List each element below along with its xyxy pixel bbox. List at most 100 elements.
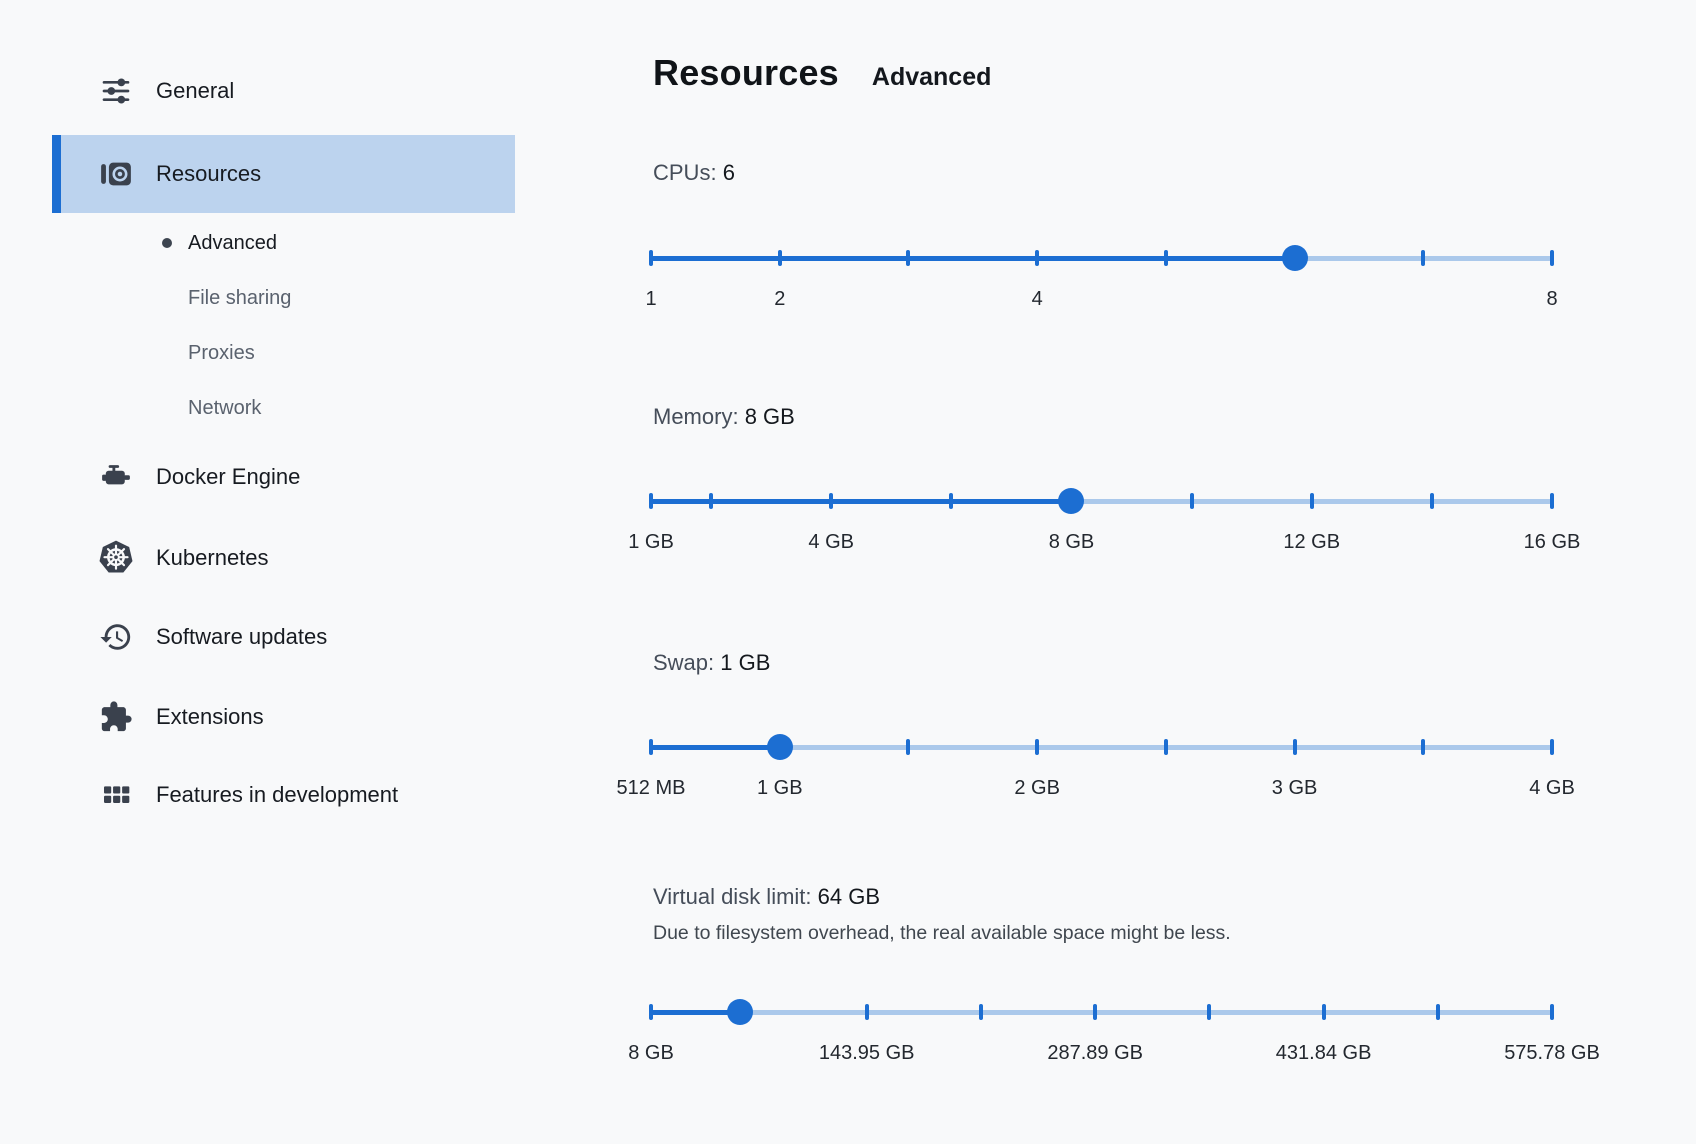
sidebar-subitem-file-sharing[interactable]: File sharing: [52, 277, 515, 319]
slider-tick[interactable]: [1163, 739, 1168, 755]
slider-mark-label: 431.84 GB: [1275, 1042, 1372, 1064]
sidebar-item-general[interactable]: General: [52, 60, 515, 122]
slider-mark-label: 4: [1031, 288, 1043, 310]
sidebar-item-software-updates[interactable]: Software updates: [52, 607, 515, 667]
puzzle-icon: [96, 695, 136, 739]
sidebar-subitem-proxies[interactable]: Proxies: [52, 332, 515, 374]
slider-tick[interactable]: [829, 493, 834, 509]
disk-value: 64 GB: [817, 884, 881, 909]
cpu-section-label: CPUs: 6: [653, 160, 735, 185]
slider-mark-label: 16 GB: [1523, 531, 1581, 553]
slider-tick[interactable]: [649, 1004, 653, 1020]
slider-rail[interactable]: [651, 1009, 1552, 1015]
slider-tick[interactable]: [777, 250, 782, 266]
slider-thumb[interactable]: [1058, 488, 1085, 514]
sidebar-item-features-in-development[interactable]: Features in development: [52, 765, 515, 825]
memory-value: 8 GB: [744, 404, 795, 429]
slider-tick[interactable]: [649, 250, 653, 266]
slider-tick[interactable]: [906, 739, 911, 755]
slider-tick[interactable]: [864, 1004, 869, 1020]
slider-tick[interactable]: [949, 493, 954, 509]
slider-active-track: [651, 1009, 740, 1015]
sidebar-item-kubernetes[interactable]: Kubernetes: [52, 526, 515, 590]
slider-tick[interactable]: [978, 1004, 983, 1020]
slider-mark-label: 143.95 GB: [818, 1042, 915, 1064]
slider-active-track: [651, 255, 1295, 261]
sliders-icon: [96, 69, 136, 113]
slider-thumb[interactable]: [766, 734, 793, 760]
sidebar-subitem-label: File sharing: [188, 286, 292, 309]
slider-active-track: [651, 498, 1072, 504]
sidebar-item-label: Features in development: [156, 782, 399, 807]
disk-section-label: Virtual disk limit: 64 GB: [653, 884, 881, 909]
page-header: Resources Advanced: [653, 52, 991, 94]
slider-mark-label: 12 GB: [1283, 531, 1341, 553]
sidebar-item-label: Extensions: [156, 704, 264, 729]
slider-mark-label: 1 GB: [628, 531, 674, 553]
history-icon: [96, 615, 136, 659]
sidebar-item-docker-engine[interactable]: Docker Engine: [52, 447, 515, 507]
sidebar-item-label: Software updates: [156, 624, 328, 649]
slider-tick[interactable]: [1292, 739, 1297, 755]
slider-mark-label: 2 GB: [1014, 777, 1060, 799]
tab-advanced[interactable]: Advanced: [871, 63, 992, 91]
selected-accent-bar: [52, 135, 61, 213]
slider-tick[interactable]: [1035, 250, 1040, 266]
slider-tick[interactable]: [1321, 1004, 1326, 1020]
engine-icon: [96, 455, 136, 499]
slider-tick[interactable]: [1421, 739, 1426, 755]
slider-mark-label: 8: [1546, 288, 1558, 310]
slider-tick[interactable]: [906, 250, 911, 266]
page-title: Resources: [653, 52, 839, 93]
sidebar-subitem-label: Network: [188, 396, 262, 419]
sidebar-subitem-label: Proxies: [188, 341, 255, 364]
slider-tick[interactable]: [1550, 493, 1554, 509]
swap-section-label: Swap: 1 GB: [653, 650, 771, 675]
cpu-value: 6: [722, 160, 735, 185]
storage-icon: [96, 152, 136, 196]
sidebar-item-resources[interactable]: Resources: [52, 135, 515, 213]
slider-mark-label: 8 GB: [1048, 531, 1095, 553]
slider-tick[interactable]: [649, 739, 653, 755]
slider-tick[interactable]: [1421, 250, 1426, 266]
slider-mark-label: 8 GB: [628, 1042, 674, 1064]
slider-tick[interactable]: [1093, 1004, 1098, 1020]
slider-mark-label: 287.89 GB: [1047, 1042, 1143, 1064]
sidebar-item-label: Docker Engine: [156, 464, 301, 489]
slider-mark-label: 1 GB: [756, 777, 803, 799]
slider-tick[interactable]: [709, 493, 714, 509]
swap-value: 1 GB: [720, 650, 771, 675]
sidebar-item-extensions[interactable]: Extensions: [52, 687, 515, 747]
slider-tick[interactable]: [1429, 493, 1434, 509]
sidebar-subitem-advanced[interactable]: Advanced: [52, 222, 515, 264]
sidebar-subitem-label: Advanced: [188, 231, 277, 254]
slider-mark-label: 4 GB: [1529, 777, 1575, 799]
slider-mark-label: 1: [645, 288, 657, 310]
slider-tick[interactable]: [649, 493, 653, 509]
slider-tick[interactable]: [1550, 739, 1554, 755]
active-bullet-icon: [162, 238, 172, 248]
slider-tick[interactable]: [1189, 493, 1194, 509]
slider-tick[interactable]: [1035, 739, 1040, 755]
slider-rail[interactable]: [651, 744, 1552, 750]
slider-tick[interactable]: [1207, 1004, 1212, 1020]
slider-tick[interactable]: [1550, 1004, 1554, 1020]
slider-tick[interactable]: [1435, 1004, 1440, 1020]
sidebar-subitem-network[interactable]: Network: [52, 387, 515, 429]
sidebar-item-label: Kubernetes: [156, 545, 269, 570]
sidebar-item-label: General: [156, 78, 235, 103]
slider-tick[interactable]: [1550, 250, 1554, 266]
slider-tick[interactable]: [1309, 493, 1314, 509]
memory-section-label: Memory: 8 GB: [653, 404, 795, 429]
slider-thumb[interactable]: [1281, 245, 1308, 271]
slider-mark-label: 3 GB: [1271, 777, 1318, 799]
grid-icon: [96, 773, 136, 817]
slider-mark-label: 2: [774, 288, 786, 310]
kubernetes-icon: [96, 536, 136, 580]
slider-mark-label: 512 MB: [616, 777, 686, 799]
slider-rail[interactable]: [651, 498, 1552, 504]
sidebar-item-label: Resources: [156, 161, 262, 186]
slider-thumb[interactable]: [726, 999, 753, 1025]
disk-note: Due to filesystem overhead, the real ava…: [653, 922, 1231, 944]
slider-tick[interactable]: [1163, 250, 1168, 266]
